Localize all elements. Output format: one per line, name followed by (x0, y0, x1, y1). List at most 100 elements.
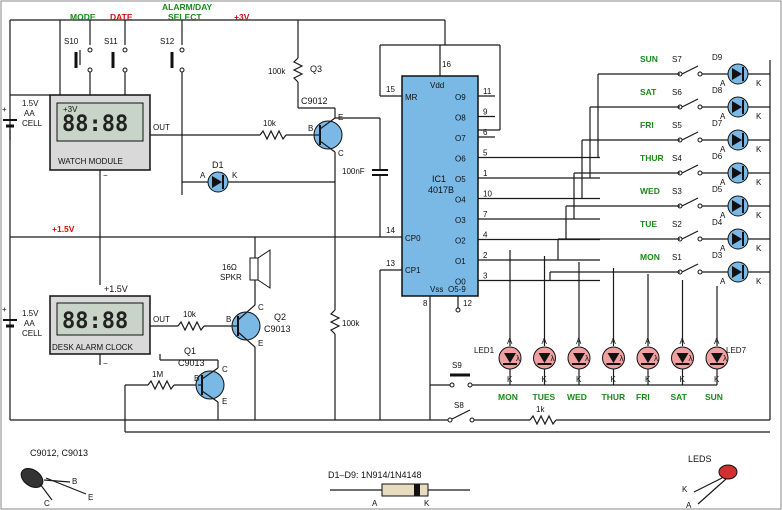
svg-text:K: K (756, 79, 762, 88)
svg-text:λ: λ (585, 354, 589, 363)
mode-label: MODE (70, 12, 96, 22)
battery-top-voltage: 1.5V (22, 99, 39, 108)
day-label-thur: THUR (640, 153, 664, 163)
speaker-label: SPKR (220, 273, 242, 282)
svg-text:C: C (338, 149, 344, 158)
ic-part: 4017B (428, 185, 454, 195)
day-row-fri: FRI S5 D7A K (581, 119, 770, 199)
q2-label: Q2 (274, 312, 286, 322)
svg-text:E: E (258, 339, 263, 348)
plus1-5v-red-label: +1.5V (52, 224, 75, 234)
svg-text:E: E (222, 397, 227, 406)
svg-text:K: K (756, 178, 762, 187)
speaker-ohms: 16Ω (222, 263, 237, 272)
resistor-10k-top: 10k (259, 119, 312, 141)
svg-text:A: A (720, 244, 726, 253)
switch-s11: S11 (104, 20, 128, 95)
q1-type: C9013 (178, 358, 205, 368)
battery-top: + 1.5V AA CELL (2, 99, 43, 128)
svg-text:A: A (611, 337, 617, 346)
ic-output-o1: O1 (455, 257, 466, 266)
diode-label-d4: D4 (712, 218, 723, 227)
svg-text:E: E (88, 493, 93, 502)
diode-label-d7: D7 (712, 119, 723, 128)
svg-text:13: 13 (386, 259, 395, 268)
resistor-1m: 1M (125, 370, 198, 391)
speaker: 16Ω SPKR (220, 237, 271, 305)
ic-vss: Vss (430, 285, 443, 294)
ic-output-o0: O0 (455, 278, 466, 287)
q1-label: Q1 (184, 346, 196, 356)
switch-label-s5: S5 (672, 121, 682, 130)
ic-pin-2: 2 (483, 251, 488, 260)
day-label-fri: FRI (640, 120, 654, 130)
plus1-5v-label: +1.5V (104, 284, 128, 294)
svg-text:λ: λ (654, 354, 658, 363)
svg-text:A: A (645, 337, 651, 346)
diode-label-d8: D8 (712, 86, 723, 95)
r-100k-bottom-label: 100k (342, 319, 360, 328)
date-label: DATE (110, 12, 133, 22)
svg-text:A: A (720, 79, 726, 88)
svg-text:A: A (720, 112, 726, 121)
transistor-q3: Q3 C9012 B E C (301, 64, 344, 237)
switch-s12: S12 (160, 20, 185, 195)
r-1k-label: 1k (536, 405, 545, 414)
svg-text:14: 14 (386, 226, 395, 235)
switch-s8: S8 (430, 401, 530, 423)
svg-text:A: A (507, 337, 513, 346)
d1-label: D1 (212, 160, 224, 170)
svg-text:K: K (756, 277, 762, 286)
watch-plus3v: +3V (63, 105, 78, 114)
capacitor-100nf: 100nF (335, 117, 388, 237)
svg-text:A: A (686, 501, 692, 510)
ic-cp0: CP0 (405, 234, 421, 243)
svg-text:+: + (2, 105, 7, 114)
day-label-sun: SUN (640, 54, 658, 64)
svg-text:K: K (682, 485, 688, 494)
svg-text:K: K (756, 211, 762, 220)
diode-note: D1–D9: 1N914/1N4148 (328, 470, 422, 480)
svg-text:12: 12 (463, 299, 472, 308)
alarm-day-label-2: SELECT (168, 12, 202, 22)
r-10k-bottom-label: 10k (183, 310, 197, 319)
ic-output-o3: O3 (455, 216, 466, 225)
ic-output-o6: O6 (455, 155, 466, 164)
svg-text:A: A (720, 145, 726, 154)
svg-text:C: C (44, 499, 50, 508)
led-package: LEDS K A (682, 454, 738, 510)
switch-label-s1: S1 (672, 253, 682, 262)
day-label-sat: SAT (640, 87, 657, 97)
led-day-label-fri: FRI (636, 392, 650, 402)
battery-bottom-voltage: 1.5V (22, 309, 39, 318)
resistor-100k-top: 100k (268, 20, 304, 108)
alarm-display: 88:88 (62, 309, 128, 334)
switch-label-s3: S3 (672, 187, 682, 196)
transistor-q1: Q1 C9013 B C E (159, 346, 228, 420)
svg-text:+: + (2, 305, 7, 314)
battery-bottom: + 1.5V AA CELL (2, 305, 43, 338)
svg-text:A: A (720, 277, 726, 286)
svg-text:K: K (424, 499, 430, 508)
q2-type: C9013 (264, 324, 291, 334)
ic-pin-11: 11 (483, 87, 492, 96)
ic-wiring: 16 15 14 13 8 12 (379, 20, 501, 420)
s9-label: S9 (452, 361, 462, 370)
resistor-10k-bottom: 10k (150, 310, 232, 332)
svg-text:λ: λ (620, 354, 624, 363)
svg-text:λ: λ (689, 354, 693, 363)
day-label-mon: MON (640, 252, 660, 262)
power-wiring (9, 19, 770, 433)
svg-text:K: K (756, 112, 762, 121)
